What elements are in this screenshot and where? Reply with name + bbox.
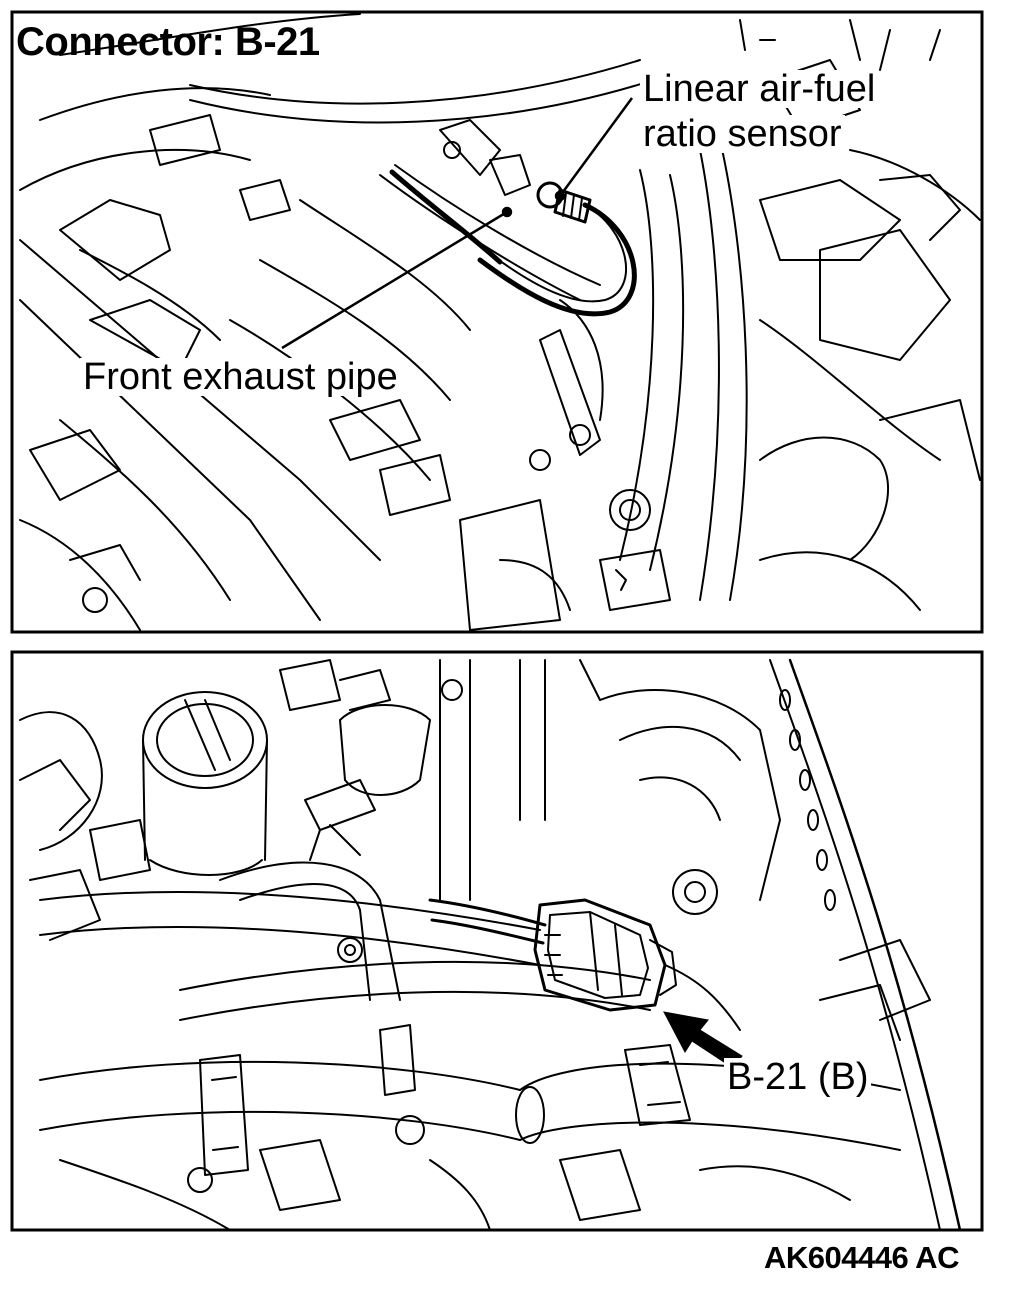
sensor-label-line1: Linear air-fuel [640,70,879,108]
top-panel-illustration [19,13,981,631]
sensor-label-line2: ratio sensor [640,115,845,153]
bottom-panel-illustration [19,658,962,1230]
top-leader-lines [281,97,634,350]
exhaust-pipe-label: Front exhaust pipe [80,358,401,396]
sensor-leader-dot [554,190,566,202]
exhaust-leader-dot [501,206,513,218]
top-panel-frame [10,10,984,634]
figure-code: AK604446 AC [764,1240,959,1275]
connector-label: B-21 (B) [724,1058,872,1096]
figure-title: Connector: B-21 [16,20,320,64]
bottom-panel-frame [10,650,984,1232]
